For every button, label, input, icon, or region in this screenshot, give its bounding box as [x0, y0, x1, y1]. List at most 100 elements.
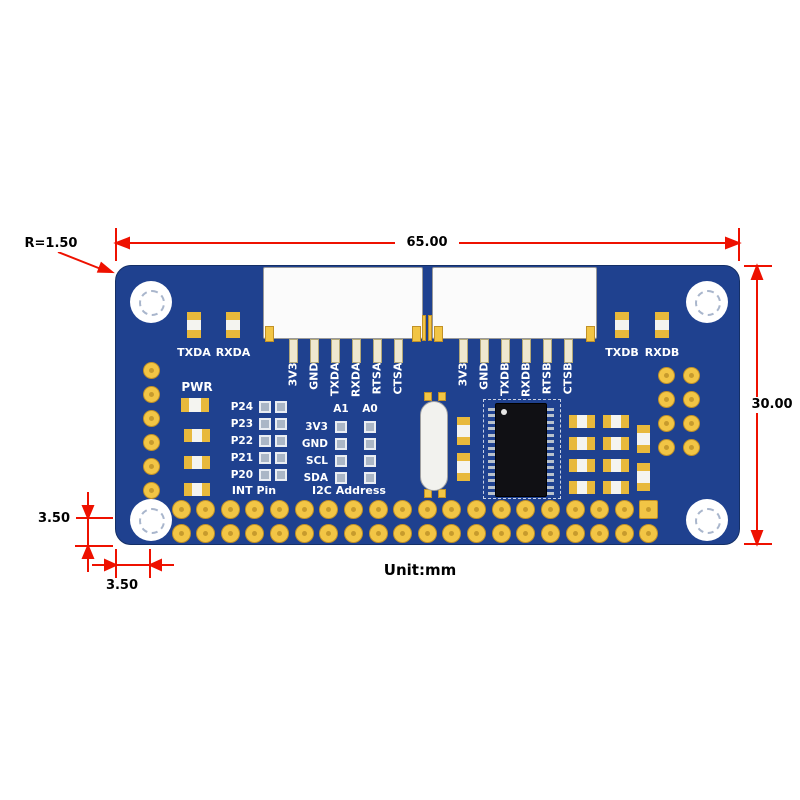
uart-b-pin: [479, 339, 489, 363]
jumper-pad: [335, 472, 347, 484]
resistor-part: [587, 437, 595, 450]
resistor-part: [569, 415, 577, 428]
pwr-led: [181, 398, 209, 412]
uart-a-pin: [393, 339, 403, 363]
resistor: [569, 415, 595, 428]
txdb-led-part: [615, 312, 629, 320]
chip-pin: [488, 420, 495, 424]
gpio-pad: [171, 499, 191, 519]
jumper-pad: [364, 472, 376, 484]
side-pad: [657, 390, 675, 408]
int-pin-caption: INT Pin: [231, 484, 277, 497]
gpio-pad: [590, 499, 610, 519]
dimension-width-label: 65.00: [395, 235, 459, 251]
gpio-pad: [220, 499, 240, 519]
resistor: [184, 483, 210, 496]
chip-pin: [488, 485, 495, 489]
side-pad: [682, 366, 700, 384]
capacitor: [457, 417, 470, 445]
led-label-txda: TXDA: [177, 346, 211, 359]
gpio-pad: [393, 499, 413, 519]
txdb-led-part: [615, 330, 629, 338]
capacitor-part: [457, 461, 470, 473]
resistor-part: [202, 456, 210, 469]
resistor-part: [587, 415, 595, 428]
txda-led: [187, 312, 201, 338]
chip-pin: [547, 459, 554, 463]
resistor-part: [621, 481, 629, 494]
chip-pin: [488, 446, 495, 450]
gpio-pad: [614, 523, 634, 543]
chip-pin: [488, 466, 495, 470]
resistor-part: [576, 459, 588, 472]
capacitor-part: [637, 482, 650, 491]
jumper-pad: [259, 418, 271, 430]
pin1-dot: [501, 409, 507, 415]
pwr-led-part: [181, 398, 190, 412]
i2c-col-label: A1: [333, 403, 349, 415]
gpio-pad: [245, 499, 265, 519]
resistor-part: [603, 459, 611, 472]
uart-a-pin: [330, 339, 340, 363]
capacitor: [637, 463, 650, 491]
resistor-part: [587, 481, 595, 494]
gpio-pad: [540, 523, 560, 543]
txda-led-part: [187, 319, 201, 331]
rxda-led-part: [226, 330, 240, 338]
jumper-pad: [335, 455, 347, 467]
resistor-part: [621, 415, 629, 428]
jumper-pad: [364, 455, 376, 467]
gpio-pad: [467, 499, 487, 519]
rxdb-led: [655, 312, 669, 338]
gpio-pad: [590, 523, 610, 543]
gpio-pad: [196, 499, 216, 519]
unit-label: Unit:mm: [383, 561, 457, 579]
resistor-part: [587, 459, 595, 472]
resistor-part: [610, 459, 622, 472]
uart-a-pin: [309, 339, 319, 363]
side-pad: [142, 433, 160, 451]
chip-pin: [547, 491, 554, 495]
crystal-pad: [424, 392, 432, 401]
gpio-pad: [171, 523, 191, 543]
jumper-pad: [275, 452, 287, 464]
side-pad: [142, 457, 160, 475]
resistor: [603, 481, 629, 494]
jumper-pad: [259, 469, 271, 481]
gpio-pad: [491, 523, 511, 543]
pwr-label: PWR: [181, 380, 213, 394]
rxda-led-part: [226, 312, 240, 320]
chip-pin: [547, 414, 554, 418]
gpio-pad: [417, 499, 437, 519]
jumper-pad: [275, 469, 287, 481]
jumper-pad: [275, 401, 287, 413]
jumper-pad: [259, 401, 271, 413]
i2c-row-label: SDA: [303, 472, 328, 484]
resistor: [184, 429, 210, 442]
resistor: [603, 459, 629, 472]
txda-led-part: [187, 312, 201, 320]
resistor-part: [603, 437, 611, 450]
i2c-row-label: SCL: [306, 455, 328, 467]
resistor-part: [184, 456, 192, 469]
int-pin-label: P24: [230, 401, 253, 413]
gpio-pad: [294, 499, 314, 519]
resistor-part: [184, 429, 192, 442]
i2c-row-label: 3V3: [305, 421, 328, 433]
capacitor-part: [637, 425, 650, 434]
txdb-led: [615, 312, 629, 338]
resistor-part: [621, 437, 629, 450]
mounting-hole: [686, 499, 728, 541]
txda-led-part: [187, 330, 201, 338]
resistor-part: [191, 483, 203, 496]
chip-pin: [547, 433, 554, 437]
uart-a-pin: [372, 339, 382, 363]
chip-pin: [547, 420, 554, 424]
capacitor-part: [457, 453, 470, 462]
gpio-pad: [467, 523, 487, 543]
side-pad: [657, 414, 675, 432]
i2c-row-label: GND: [301, 438, 328, 450]
chip-pin: [547, 427, 554, 431]
uart-b-pin-label: 3V3: [456, 362, 470, 387]
side-pad: [142, 409, 160, 427]
